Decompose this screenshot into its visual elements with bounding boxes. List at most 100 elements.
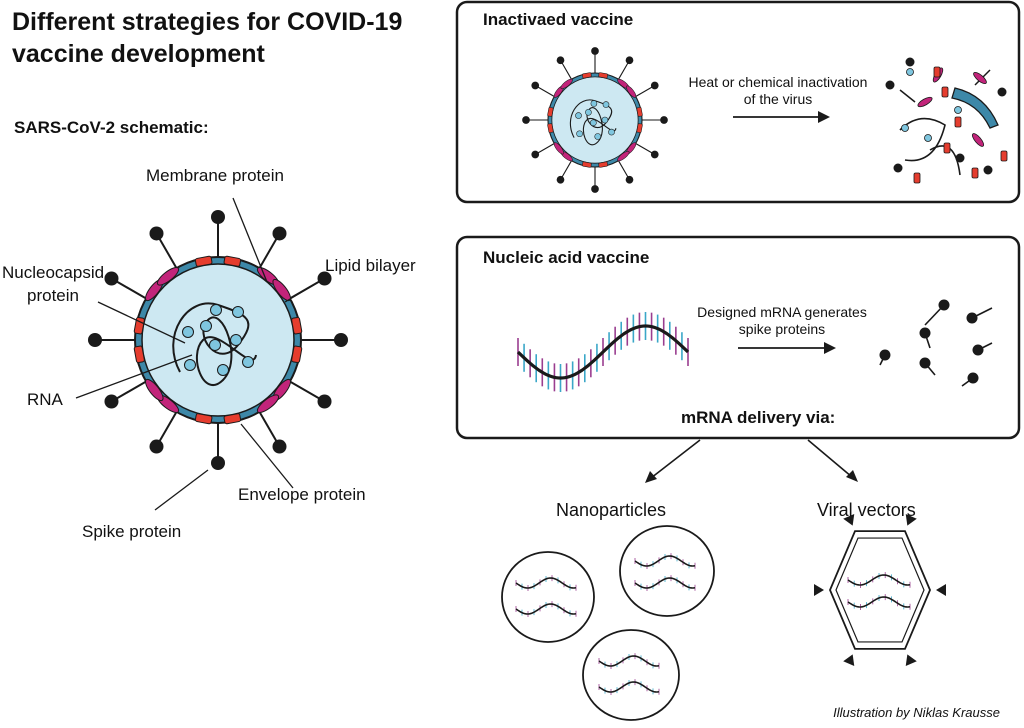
spike-protein-head <box>879 349 891 361</box>
nucleocapsid-protein <box>184 359 196 371</box>
capsid-fiber <box>905 654 917 666</box>
label-spike-protein: Spike protein <box>82 522 182 541</box>
label-rna: RNA <box>27 390 63 409</box>
capsid-fiber <box>936 584 946 596</box>
envelope-protein <box>291 345 303 364</box>
envelope-protein <box>133 345 145 364</box>
membrane-protein <box>156 267 180 286</box>
mrna-caption-line1: Designed mRNA generates <box>697 304 867 320</box>
envelope-protein-fragment <box>971 167 979 179</box>
spike-head <box>272 439 287 454</box>
mrna-strand <box>516 312 690 392</box>
mrna-backbone <box>634 577 696 589</box>
spike-proteins-generated <box>879 299 993 387</box>
nucleocapsid-protein <box>590 119 597 127</box>
spike-head <box>591 47 599 55</box>
spike-head <box>650 81 659 90</box>
mrna-backbone <box>634 555 696 567</box>
label-envelope-protein: Envelope protein <box>238 485 366 504</box>
inactivation-caption: Heat or chemical inactivation of the vir… <box>680 74 876 108</box>
envelope-protein-fragment <box>933 66 941 78</box>
nanoparticle <box>619 525 715 617</box>
nucleocapsid-protein <box>242 356 254 368</box>
nucleocapsid-fragment <box>924 134 932 142</box>
spike-head <box>556 56 565 65</box>
spike-head <box>149 439 164 454</box>
envelope-protein <box>194 255 213 267</box>
nanoparticle-shell <box>501 551 595 643</box>
schematic-heading: SARS-CoV-2 schematic: <box>14 118 209 137</box>
envelope-protein <box>636 123 643 133</box>
membrane-protein <box>560 78 573 89</box>
spike-head <box>272 226 287 241</box>
spike-head <box>531 81 540 90</box>
spike-head <box>211 456 225 470</box>
rna-strand <box>172 302 257 386</box>
capsid-fiber <box>843 514 855 526</box>
capsid-fiber <box>814 584 824 596</box>
envelope-protein <box>291 316 303 335</box>
spike-head <box>104 394 119 409</box>
sars-cov-2-virus-small <box>522 47 668 193</box>
capsid-outer <box>829 530 931 650</box>
capsid-fiber <box>905 514 917 526</box>
delivery-arrow-viral-vectors <box>807 439 858 482</box>
spike-fragment <box>905 57 915 67</box>
spike-head <box>149 226 164 241</box>
envelope-protein <box>547 107 554 117</box>
delivery-arrow-nanoparticles <box>645 439 701 483</box>
spike-protein-head <box>967 372 979 384</box>
spike-protein-head <box>972 344 984 356</box>
inactivated-vaccine-title: Inactivaed vaccine <box>483 10 634 29</box>
envelope-fragment <box>951 87 999 129</box>
mrna-delivery-heading: mRNA delivery via: <box>681 408 836 427</box>
label-membrane-protein: Membrane protein <box>146 166 284 185</box>
nucleocapsid-protein <box>182 326 194 338</box>
mrna-backbone <box>516 324 690 380</box>
spike-head <box>591 185 599 193</box>
nucleic-acid-vaccine-box <box>455 235 1021 440</box>
label-viral-vectors: Viral vectors <box>817 500 916 520</box>
nucleocapsid-protein <box>209 339 221 351</box>
viral-vector-capsid <box>814 514 946 666</box>
membrane-protein-fragment <box>917 96 933 108</box>
membrane-protein <box>256 394 280 413</box>
nanoparticles-group <box>501 525 715 721</box>
membrane-protein <box>553 142 564 155</box>
nucleocapsid-protein <box>232 306 244 318</box>
spike-fragment <box>955 153 965 163</box>
inactivated-virus-fragments <box>885 57 1008 184</box>
inactivation-caption-line1: Heat or chemical inactivation <box>688 74 868 90</box>
capsid-fiber <box>843 654 855 666</box>
membrane-protein <box>272 278 291 302</box>
sars-cov-2-virus-large <box>88 210 348 470</box>
spike-protein-head <box>938 299 950 311</box>
illustration-credit: Illustration by Niklas Krausse <box>833 705 1000 720</box>
spike-head <box>522 116 530 124</box>
nucleocapsid-fragment <box>901 124 909 132</box>
membrane-protein <box>617 151 630 162</box>
label-nanoparticles: Nanoparticles <box>556 500 667 520</box>
mrna-arrow <box>738 342 836 354</box>
label-leader-lines <box>75 197 323 511</box>
mrna-backbone <box>847 574 911 586</box>
envelope-protein <box>636 107 643 117</box>
membrane-protein-fragment <box>971 133 985 147</box>
spike-protein-head <box>919 327 931 339</box>
nanoparticle <box>582 629 680 721</box>
nucleocapsid-protein <box>601 116 609 124</box>
spike-fragment <box>893 163 903 173</box>
envelope-protein-fragment <box>913 172 921 184</box>
spike-fragment <box>997 87 1007 97</box>
nucleocapsid-protein <box>594 133 602 140</box>
envelope-protein <box>133 316 145 335</box>
spike-head <box>531 150 540 159</box>
membrane-protein <box>626 85 637 98</box>
nucleocapsid-protein <box>217 364 229 376</box>
nucleocapsid-protein <box>608 128 615 136</box>
spike-head <box>317 271 332 286</box>
nucleocapsid-fragment <box>906 68 914 76</box>
membrane-protein-fragment <box>973 71 987 85</box>
